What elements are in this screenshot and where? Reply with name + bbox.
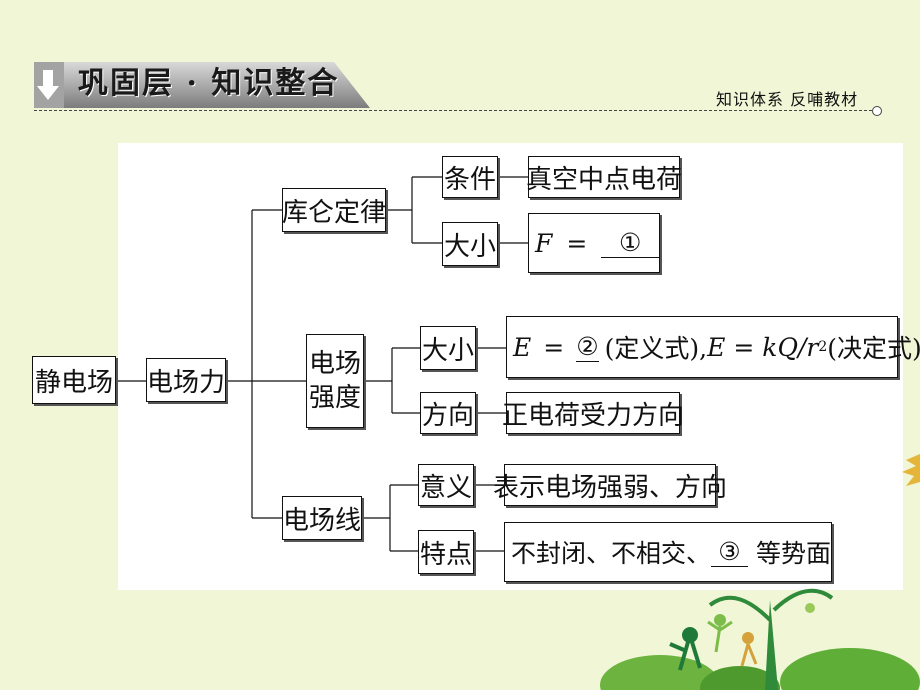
node-electrostatic-field: 静电场: [32, 356, 116, 404]
decorative-plant-icon: [600, 588, 920, 690]
definition-note: (定义式),: [604, 334, 708, 363]
feature-prefix: 不封闭、不相交、: [511, 539, 712, 568]
node-field-lines: 电场线: [282, 496, 362, 540]
feature-suffix: 等势面: [755, 539, 831, 568]
decorative-sun-icon: [902, 454, 920, 486]
node-condition-label: 条件: [442, 156, 498, 198]
node-coulomb-formula: F = ①: [528, 213, 660, 273]
header-divider: [34, 110, 872, 111]
blank-1: ①: [601, 228, 659, 258]
node-condition-value: 真空中点电荷: [526, 156, 682, 198]
formula-var-e: E: [513, 332, 532, 362]
down-arrow-icon: [37, 70, 59, 100]
field-strength-line1: 电场: [308, 349, 361, 379]
formula-eq: =: [566, 228, 588, 258]
field-strength-line2: 强度: [308, 383, 361, 413]
divider-end-dot: [872, 106, 882, 116]
node-field-magnitude-label: 大小: [420, 326, 476, 370]
node-direction-label: 方向: [420, 392, 476, 434]
section-title: 巩固层 · 知识整合: [78, 66, 340, 101]
blank-2: ②: [576, 332, 599, 362]
node-coulomb-law: 库仑定律: [282, 188, 386, 232]
formula-eq: =: [543, 332, 565, 362]
formula2-var-e: E: [707, 332, 726, 362]
node-electric-force: 电场力: [146, 358, 226, 402]
formula-var-f: F: [535, 228, 553, 258]
node-feature-label: 特点: [418, 530, 474, 574]
formula2-exponent: 2: [818, 339, 828, 355]
section-subtitle: 知识体系 反哺教材: [716, 90, 859, 109]
blank-3: ③: [711, 537, 748, 567]
node-direction-value: 正电荷受力方向: [502, 392, 684, 434]
node-meaning-value: 表示电场强弱、方向: [493, 464, 727, 506]
node-coulomb-magnitude-label: 大小: [442, 222, 498, 266]
decision-note: (决定式): [827, 334, 920, 363]
formula2-eq: =: [733, 332, 755, 362]
formula2-expr: kQ/r: [762, 332, 819, 362]
node-feature-value: 不封闭、不相交、 ③ 等势面: [504, 522, 832, 582]
node-field-strength: 电场 强度: [306, 334, 364, 428]
node-meaning-label: 意义: [418, 464, 474, 506]
